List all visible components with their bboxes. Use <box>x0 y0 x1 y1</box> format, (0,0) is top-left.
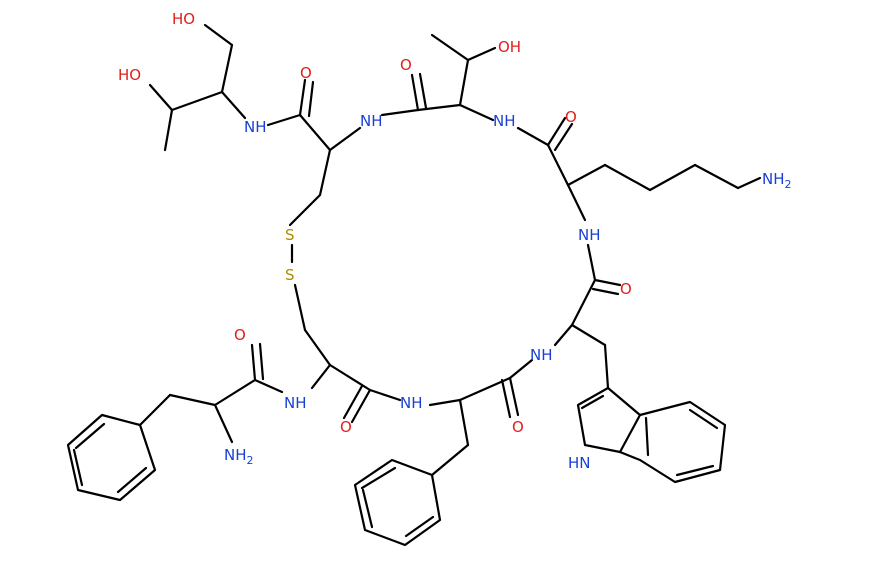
bond-ca-ch2 <box>168 393 217 407</box>
bond-co2-o <box>410 72 428 112</box>
bond-ch2-ph2 <box>138 393 172 427</box>
bond-phe-ch2 <box>458 398 470 447</box>
atom-labels: HO HO OH O O O O O O O NH NH NH NH NH NH… <box>118 10 792 472</box>
label-o6: O <box>340 418 352 436</box>
bond-co3-lys <box>546 143 570 187</box>
label-ho-top: HO <box>172 10 195 28</box>
bond-s2-ch2 <box>293 283 307 332</box>
bond-nh-co3 <box>516 126 550 147</box>
bond-nh-co6 <box>368 388 402 402</box>
bonds <box>66 23 762 547</box>
label-nh-phe: NH <box>400 394 423 412</box>
bond-cb-oh <box>466 46 497 62</box>
bond-trp-ch2 <box>570 323 607 347</box>
bond-co5-phe <box>458 376 512 402</box>
bond-ho-ch2 <box>203 23 234 47</box>
bond-ph2-ring-dbl <box>72 422 148 494</box>
bond-co7-ca <box>213 378 257 407</box>
label-nh-cys2: NH <box>284 394 307 412</box>
bond-nh-co7 <box>253 378 284 394</box>
bond-phe-ring-dbl <box>360 466 435 538</box>
label-o5: O <box>512 418 524 436</box>
bond-choh-me <box>163 108 174 152</box>
bond-ch2-cys2 <box>303 328 332 367</box>
bond-cys2-nh <box>310 363 332 390</box>
label-nh-amide: NH <box>244 118 267 136</box>
bond-indole-6dbl <box>644 408 719 477</box>
bond-ch2-ind <box>603 343 610 390</box>
bond-nh-co4 <box>586 243 597 282</box>
bond-phe-ring <box>353 458 442 547</box>
bond-indole-5ring <box>576 386 642 454</box>
label-nh2-lys: NH2 <box>762 170 792 191</box>
bond-indole-6ring <box>618 400 727 484</box>
bond-nh-co2 <box>380 108 420 117</box>
bond-co4-o <box>591 278 622 296</box>
label-oh-thr: OH <box>498 38 521 56</box>
label-nh-ring2: NH <box>493 112 516 130</box>
bond-phe-nh <box>428 398 462 407</box>
bond-lys-c3 <box>648 163 697 192</box>
bond-cys1-nh <box>328 126 362 152</box>
bond-co-cys1 <box>298 113 332 152</box>
bond-nh-co5 <box>508 358 534 380</box>
bond-lys-c5 <box>736 176 762 190</box>
label-o1: O <box>300 64 312 82</box>
bond-ch2-ph <box>430 443 470 477</box>
label-ho-left: HO <box>118 66 141 84</box>
bond-lys-nh <box>566 183 587 222</box>
label-s1: S <box>285 226 295 244</box>
label-hn-indole: HN <box>568 454 591 472</box>
bond-nh-co <box>266 113 302 127</box>
bond-co5-o <box>500 376 520 419</box>
bond-co4-trp <box>570 278 597 327</box>
label-nh-lys: NH <box>578 226 601 244</box>
bond-co7-o <box>250 342 265 382</box>
bond-ca-nh2 <box>213 403 234 444</box>
bond-indole-dbl <box>580 394 605 410</box>
label-s2: S <box>285 266 295 284</box>
bond-ca-nh <box>220 90 247 120</box>
bond-thr-nh <box>458 103 495 122</box>
label-o3: O <box>565 108 577 126</box>
bond-co6-cys2 <box>328 363 372 392</box>
label-o4: O <box>620 280 632 298</box>
bond-ch2-ca <box>220 43 234 94</box>
bond-cys1-ch2 <box>318 148 332 197</box>
label-nh2-phe: NH2 <box>224 446 254 467</box>
bond-ch2-s1 <box>288 193 322 227</box>
bond-choh-ca <box>170 90 224 112</box>
bond-lys-c1 <box>566 163 607 187</box>
bond-thr-cb <box>458 58 470 107</box>
label-o2: O <box>400 56 412 74</box>
bond-lys-c4 <box>693 163 740 190</box>
bond-co2-thr <box>416 103 462 112</box>
label-nh-trp: NH <box>530 346 553 364</box>
label-o7: O <box>234 326 246 344</box>
bond-trp-nh <box>553 323 574 347</box>
bond-co-o <box>298 78 315 118</box>
bond-co3-o <box>546 116 574 152</box>
bond-cb-me <box>430 33 470 62</box>
label-nh-ring1: NH <box>360 112 383 130</box>
bond-lys-c2 <box>603 163 652 192</box>
bond-co6-o <box>342 384 372 424</box>
bond-ph2-ring <box>66 413 157 502</box>
bond-ho-choh <box>148 83 174 112</box>
